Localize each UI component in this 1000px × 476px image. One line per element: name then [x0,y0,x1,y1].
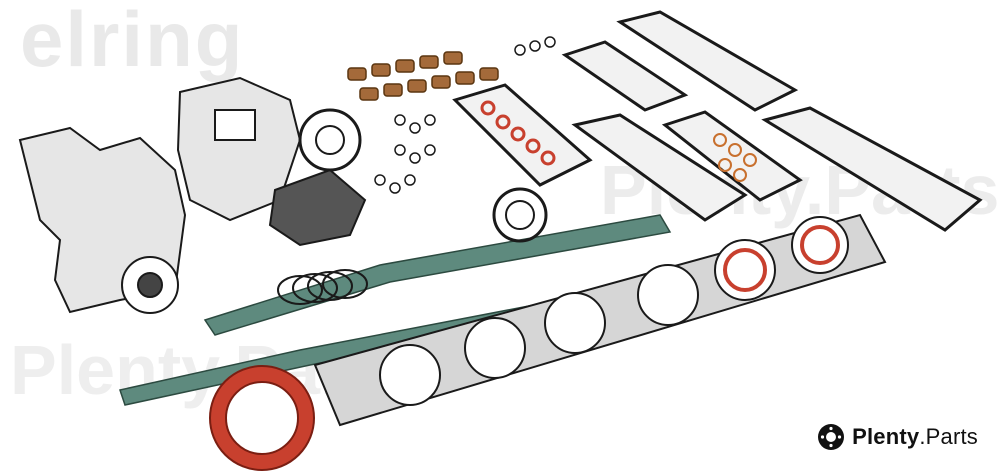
logo-text-rest: .Parts [919,424,978,449]
small-o-rings [374,36,556,194]
valve-stem-bushings [347,51,499,101]
logo-text-bold: Plenty [852,424,920,449]
rubber-rings [277,187,548,305]
cylinder-head-gasket [313,213,887,427]
front-cover-gasket [176,76,302,222]
copper-washers [713,133,757,182]
valve-cover-gasket-set [561,10,983,232]
timing-cover-gasket [18,126,187,314]
crankshaft-seal [209,365,315,471]
logo-text: Plenty.Parts [852,424,978,450]
plenty-parts-logo: Plenty.Parts [816,422,978,452]
water-pump-gasket [268,108,367,247]
brake-disc-icon [818,424,845,450]
injector-seals-red [480,100,556,166]
